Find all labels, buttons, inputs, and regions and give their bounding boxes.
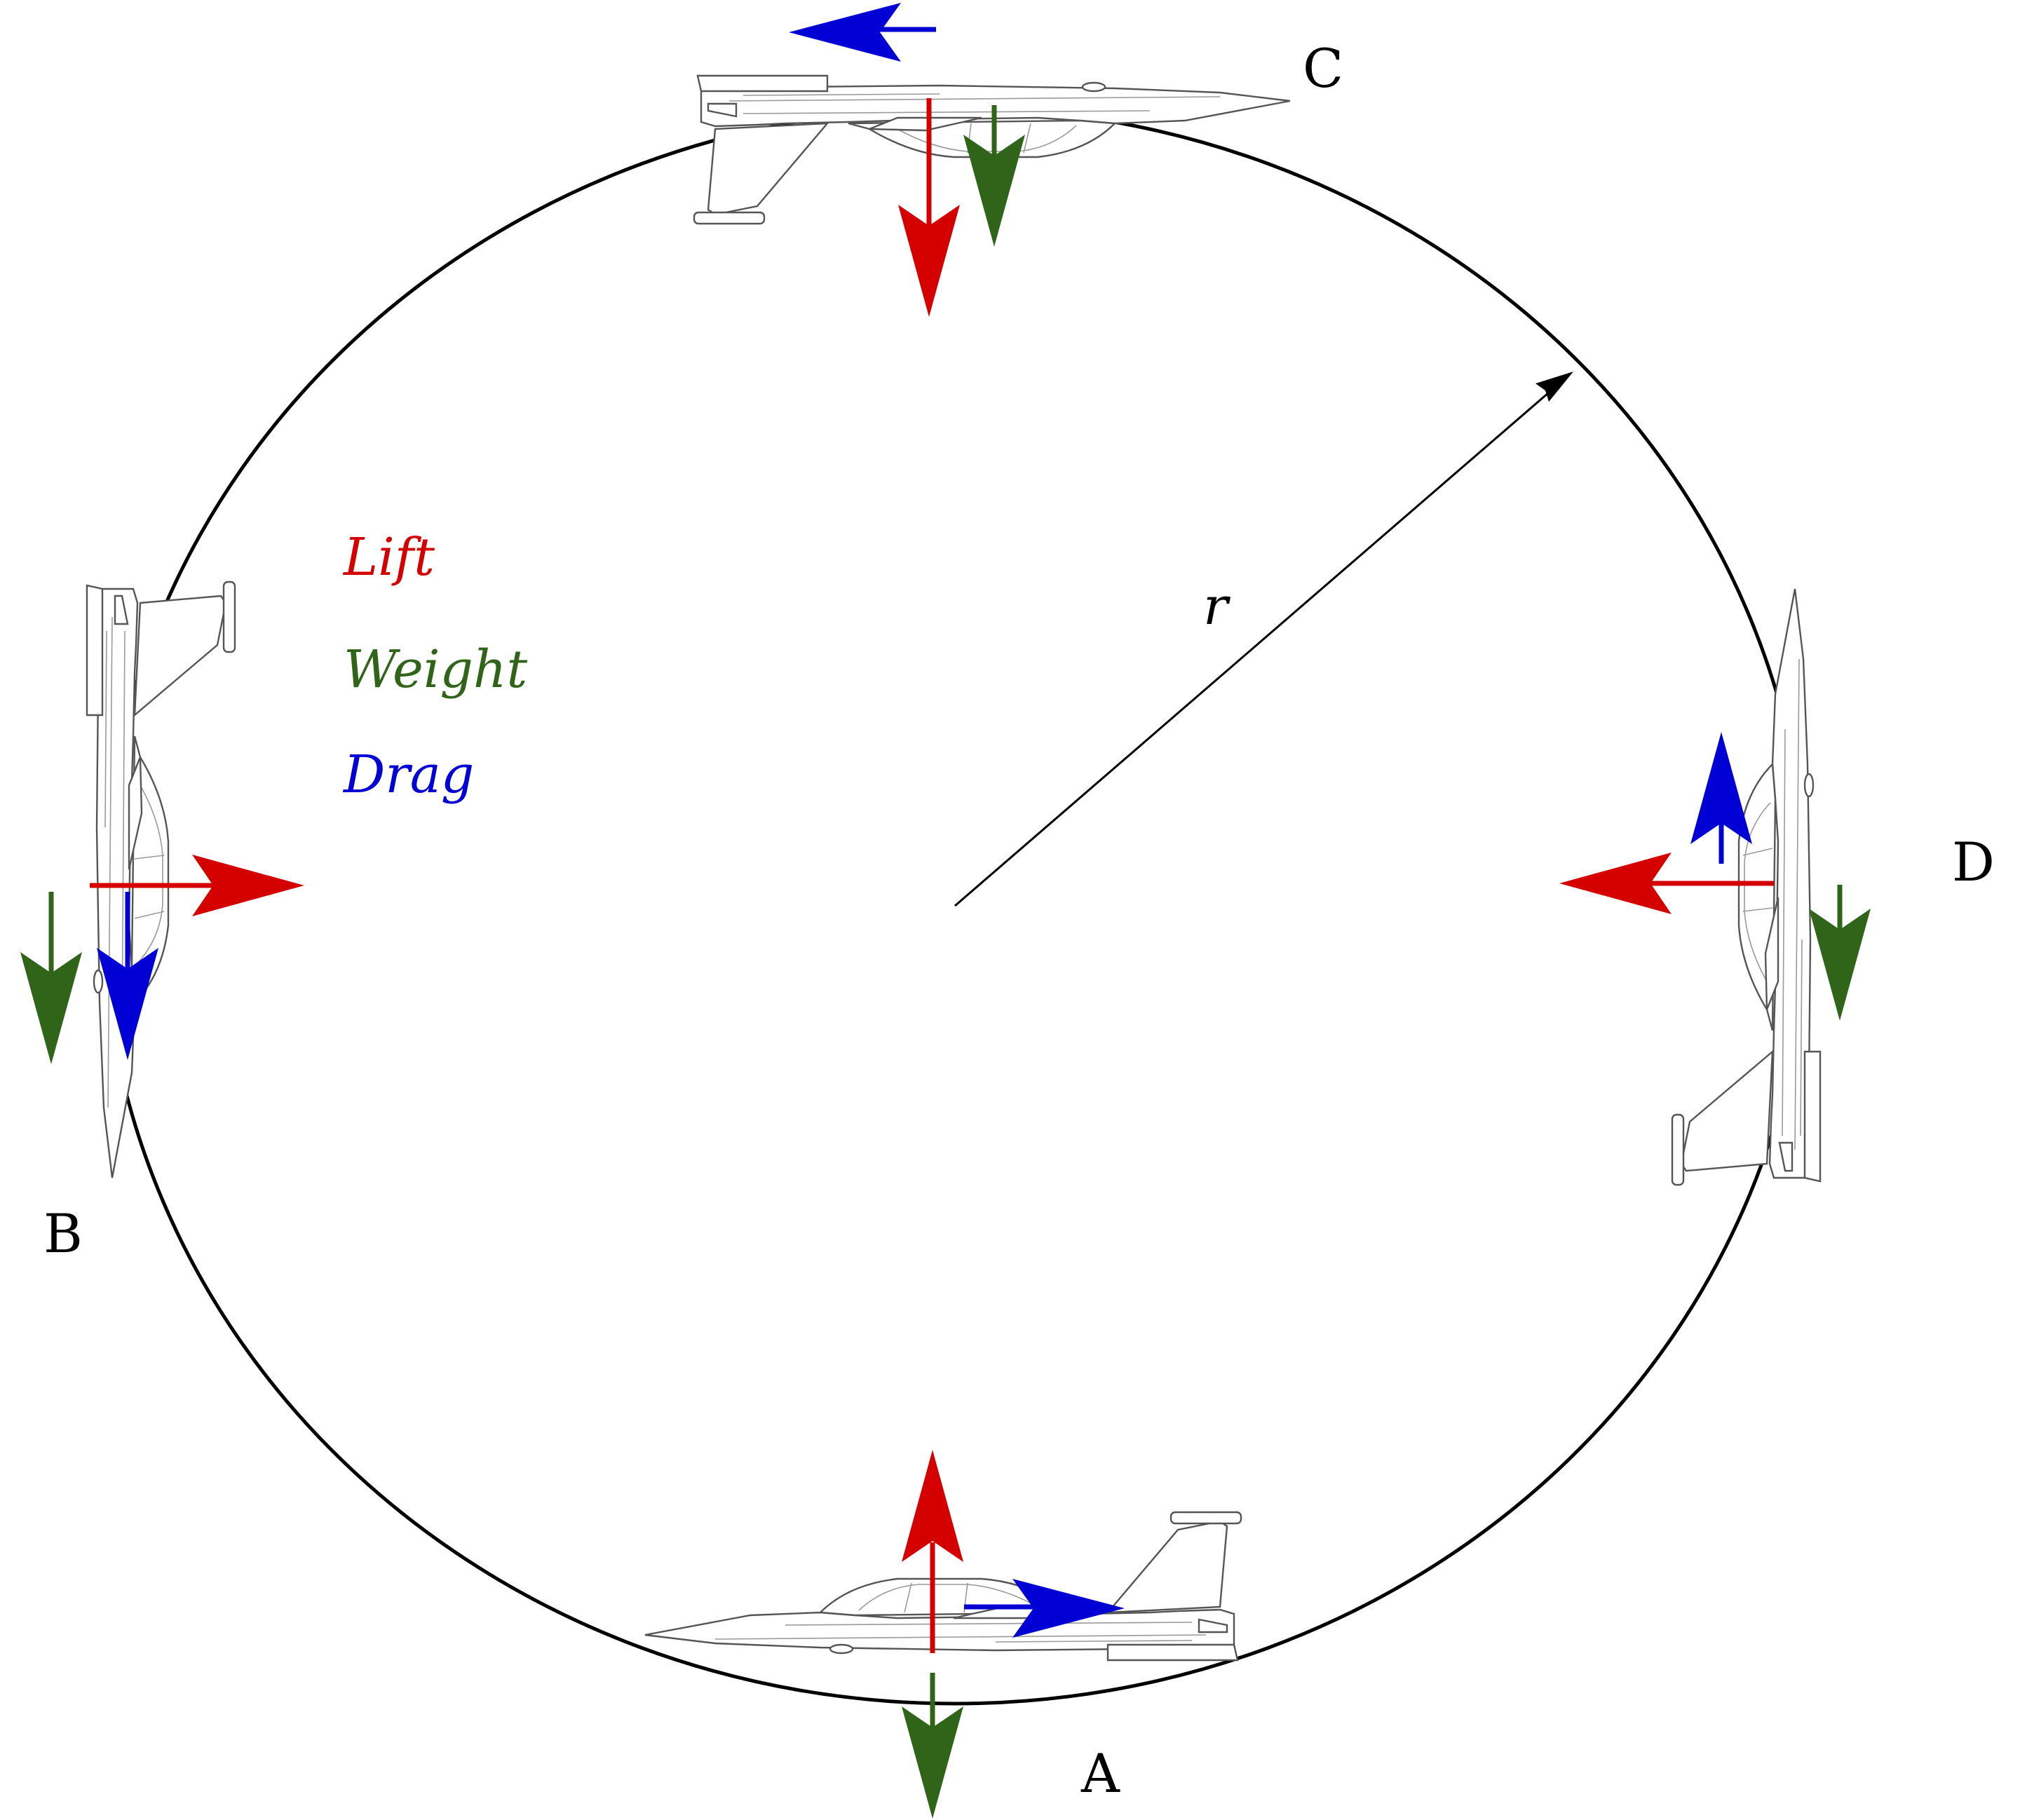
- point-label-d: D: [1952, 831, 1995, 893]
- legend-weight: Weight: [344, 639, 528, 700]
- radius-arrowhead: [1535, 372, 1573, 402]
- drag-arrow-a: [964, 1579, 1125, 1638]
- radius-label: r: [1203, 576, 1231, 637]
- legend-lift: Lift: [342, 527, 435, 588]
- radius-line: [954, 377, 1566, 907]
- weight-arrow-d: [1809, 885, 1871, 1021]
- lift-arrow-c: [898, 98, 960, 317]
- lift-arrow-d: [1559, 853, 1774, 914]
- point-label-c: C: [1303, 37, 1343, 100]
- point-label-b: B: [43, 1202, 83, 1265]
- drag-arrow-d: [1690, 732, 1752, 864]
- point-label-a: A: [1080, 1742, 1120, 1805]
- lift-arrow-b: [90, 855, 304, 916]
- weight-arrow-a: [902, 1673, 963, 1819]
- drag-arrow-b: [97, 892, 158, 1060]
- legend-drag: Drag: [342, 745, 474, 805]
- aircraft-d-icon: [1671, 588, 1822, 1186]
- drag-arrow-c: [789, 3, 936, 62]
- weight-arrow-b: [20, 892, 82, 1064]
- weight-arrow-c: [963, 105, 1025, 247]
- lift-arrow-a: [902, 1450, 963, 1653]
